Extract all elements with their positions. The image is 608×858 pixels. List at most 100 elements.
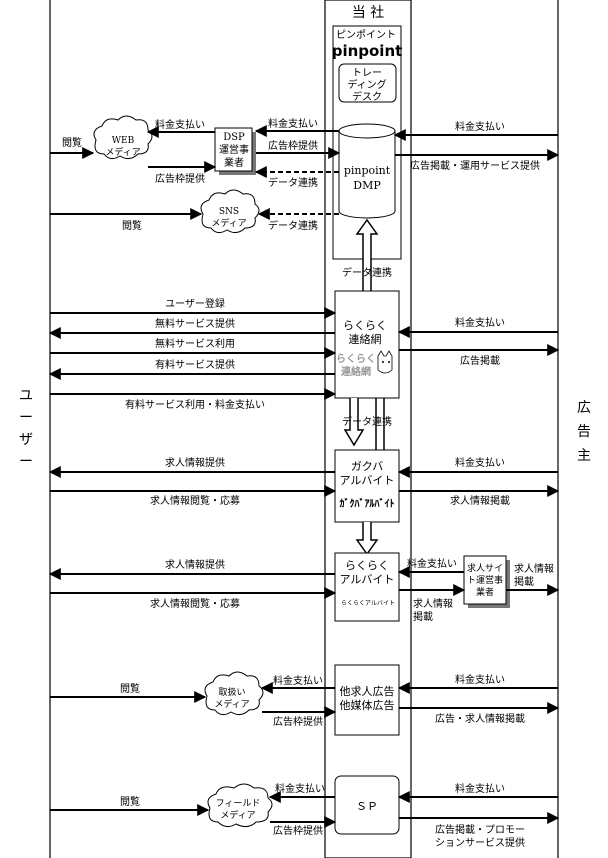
label-browse-recruit: 閲覧: [120, 683, 140, 695]
label-adv-payment-pinpoint: 料金支払い: [455, 120, 505, 133]
label-free-service: 無料サービス提供: [155, 317, 235, 330]
label-ad-operation: 広告掲載・運用サービス提供: [410, 159, 540, 172]
web-media-label-2: メディア: [105, 146, 140, 158]
label-web-dsp-slot: 広告枠提供: [155, 172, 205, 185]
dmp-cylinder: [338, 123, 396, 219]
sns-media-label-1: SNS: [219, 207, 239, 217]
rakuraku-baito-box: [334, 552, 400, 622]
company-column: [324, 0, 412, 858]
data-link-gakuba-baito: [355, 522, 379, 556]
label-dmp-sns-data: データ連携: [268, 219, 318, 232]
recruit-media-label-2: メディア: [214, 698, 249, 710]
label-adv-payment-gakuba: 料金支払い: [455, 456, 505, 469]
label-other-slot: 広告枠提供: [273, 715, 323, 728]
svg-text:広: 広: [577, 400, 591, 416]
label-browse-sns: 閲覧: [122, 220, 142, 232]
field-media-cloud: [207, 783, 273, 828]
dmp-label: pinpoint DMP: [344, 164, 391, 192]
svg-text:求人サイ: 求人サイ: [467, 562, 503, 574]
label-dmp-dsp-payment: 料金支払い: [268, 117, 318, 130]
svg-text:らくらく: らくらく: [336, 353, 376, 365]
label-gakuba-job-browse: 求人情報閲覧・応募: [150, 494, 240, 507]
web-media-label-1: WEB: [112, 136, 135, 146]
label-ad-promo: 広告掲載・プロモー ションサービス提供: [435, 823, 525, 849]
label-adv-payment-sp: 料金支払い: [455, 782, 505, 795]
label-ad-job-posting: 広告・求人情報掲載: [435, 712, 525, 725]
svg-text:求人情報: 求人情報: [514, 562, 554, 575]
label-paid-service: 有料サービス提供: [155, 358, 235, 371]
svg-text:pinpoint: pinpoint: [344, 164, 391, 177]
label-data-link-dmp: データ連携: [342, 266, 392, 279]
svg-text:らくらく: らくらく: [345, 559, 389, 572]
svg-text:ザ: ザ: [19, 432, 33, 448]
svg-text:広告掲載・プロモー: 広告掲載・プロモー: [435, 823, 525, 836]
company-header: 当 社: [352, 5, 384, 21]
svg-text:デスク: デスク: [352, 90, 382, 103]
user-column-label: ユ ー ザ ー: [19, 388, 33, 470]
label-dmp-dsp-data: データ連携: [268, 176, 318, 189]
label-baito-job-info: 求人情報提供: [165, 558, 225, 571]
svg-text:連絡網: 連絡網: [349, 332, 382, 346]
label-operator-job-posting: 求人情報 掲載: [413, 597, 453, 623]
dsp-label: DSP 運営事 業者: [219, 132, 249, 169]
advertiser-column-label: 広 告 主: [577, 400, 591, 464]
trading-desk-label: トレー ディング デスク: [347, 68, 386, 103]
svg-text:求人情報: 求人情報: [413, 597, 453, 610]
label-operator-payment: 料金支払い: [407, 557, 457, 570]
svg-text:掲載: 掲載: [514, 576, 534, 588]
dsp-box: [214, 127, 253, 172]
svg-text:DMP: DMP: [353, 179, 381, 192]
pinpoint-title: ピンポイント: [336, 29, 396, 41]
svg-text:運営事: 運営事: [219, 143, 249, 156]
double-arrow-rakuraku-to-dmp: [355, 218, 379, 291]
svg-text:アルバイト: アルバイト: [340, 573, 395, 586]
svg-text:ディング: ディング: [347, 78, 386, 91]
sp-label: ＳＰ: [356, 800, 378, 813]
label-adv-payment-other: 料金支払い: [455, 673, 505, 686]
label-ad-posting: 広告掲載: [460, 354, 500, 367]
svg-text:ー: ー: [19, 454, 33, 470]
svg-text:アルバイト: アルバイト: [340, 474, 395, 487]
job-operator-label: 求人サイ ト運営事 業者: [467, 562, 503, 598]
sns-media-label-2: メディア: [211, 217, 246, 229]
label-paid-use: 有料サービス利用・料金支払い: [125, 398, 265, 411]
svg-text:トレー: トレー: [352, 68, 382, 79]
job-operator-box: [463, 555, 507, 605]
label-dsp-web-payment: 料金支払い: [155, 118, 205, 131]
svg-text:主: 主: [577, 448, 591, 464]
other-ads-label: 他求人広告 他媒体広告: [340, 685, 395, 712]
svg-text:ユ: ユ: [19, 388, 33, 404]
label-data-link-gakuba: データ連携: [342, 415, 392, 428]
label-adv-payment-rakuraku: 料金支払い: [455, 316, 505, 329]
label-sp-payment: 料金支払い: [275, 782, 325, 795]
svg-text:他媒体広告: 他媒体広告: [340, 698, 395, 712]
svg-text:連絡網: 連絡網: [341, 365, 371, 378]
gakuba-logo: ｶﾞｸﾊﾞｱﾙﾊﾞｲﾄ: [340, 497, 395, 510]
svg-text:DSP: DSP: [223, 132, 245, 143]
label-gakuba-job-posting: 求人情報掲載: [450, 494, 510, 507]
other-ads-box: [334, 664, 400, 736]
label-baito-job-browse: 求人情報閲覧・応募: [150, 597, 240, 610]
svg-text:他求人広告: 他求人広告: [340, 685, 395, 698]
svg-text:ガクバ: ガクバ: [351, 460, 383, 473]
label-user-register: ユーザー登録: [165, 297, 225, 310]
field-media-label-1: フィールド: [216, 799, 261, 809]
svg-text:業者: 業者: [476, 586, 494, 598]
label-dsp-dmp-slot: 広告枠提供: [268, 139, 318, 152]
trading-desk-box: [338, 63, 397, 103]
data-link-rakuraku-gakuba: [343, 398, 385, 452]
svg-text:業者: 業者: [224, 156, 244, 169]
rakuraku-label: らくらく 連絡網: [343, 319, 387, 346]
svg-text:ションサービス提供: ションサービス提供: [435, 836, 525, 849]
label-sp-slot: 広告枠提供: [273, 824, 323, 837]
rakuraku-baito-logo: らくらくアルバイト: [341, 600, 395, 607]
gakuba-label: ガクバ アルバイト: [340, 460, 395, 487]
rakuraku-baito-label: らくらく アルバイト: [340, 559, 395, 586]
label-operator-to-adv: 求人情報 掲載: [514, 562, 554, 588]
recruit-media-label-1: 取扱い: [218, 686, 245, 698]
svg-text:ー: ー: [19, 410, 33, 426]
rakuraku-box: [334, 290, 400, 399]
label-free-use: 無料サービス利用: [155, 337, 235, 350]
svg-text:告: 告: [577, 424, 591, 440]
